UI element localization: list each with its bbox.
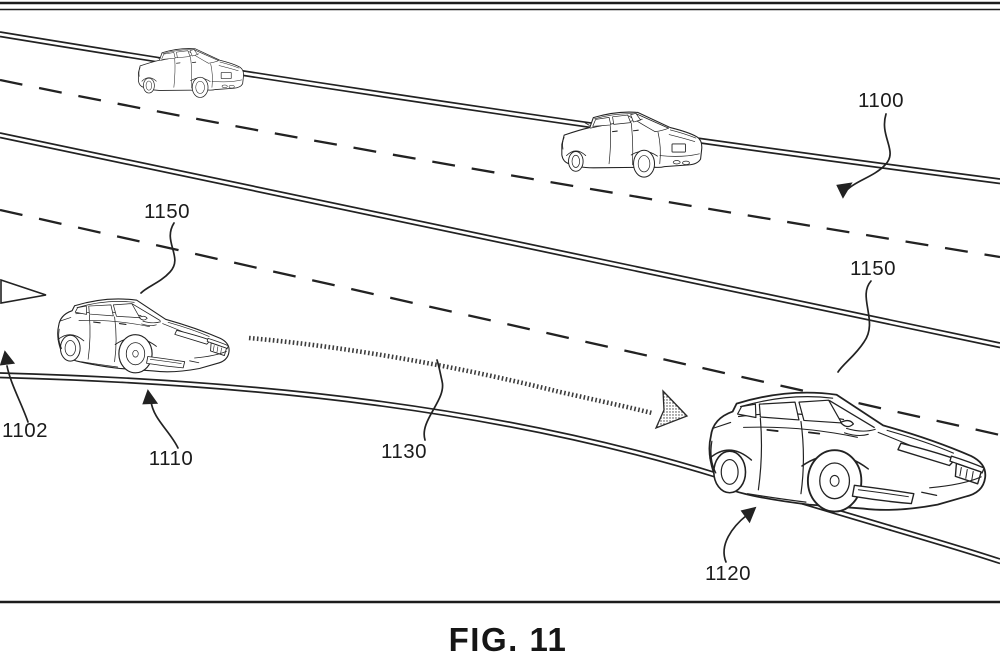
road-edge-line-lower (0, 372, 1000, 565)
trajectory-dotted-path (248, 335, 653, 416)
trajectory-arrow (248, 335, 689, 430)
leader-line-1150-left (140, 222, 176, 294)
arrowhead-icon (142, 389, 159, 405)
leader-arrow-1110 (142, 389, 179, 449)
ref-numeral-1102: 1102 (1, 419, 49, 442)
vehicle-rear-far-left (137, 48, 244, 98)
leader-line-1130 (423, 359, 444, 441)
page-border-top (0, 1, 1000, 11)
ref-numeral-1110: 1110 (148, 447, 194, 470)
vehicle-merging-left (57, 298, 230, 374)
leader-arrow-1100 (836, 113, 891, 199)
leader-line-1150-right (837, 280, 872, 373)
leader-arrow-1102 (0, 350, 29, 423)
ref-numeral-1150-left: 1150 (143, 200, 191, 223)
gore-marking-triangle (0, 278, 47, 304)
ref-numeral-1120: 1120 (704, 562, 752, 585)
road-edge-line-upper (0, 31, 1000, 185)
center-divider-line (0, 132, 1000, 349)
ref-numeral-1150-right: 1150 (849, 257, 897, 280)
arrowhead-icon (836, 182, 853, 199)
arrowhead-icon (0, 350, 16, 366)
leader-arrow-1120 (723, 506, 757, 563)
figure-caption: FIG. 11 (448, 621, 568, 658)
vehicle-merged-right (708, 391, 987, 513)
trajectory-arrowhead-icon (654, 389, 689, 430)
ref-numeral-1100: 1100 (857, 89, 905, 112)
arrowhead-icon (740, 506, 757, 524)
ref-numeral-1130: 1130 (380, 440, 428, 463)
